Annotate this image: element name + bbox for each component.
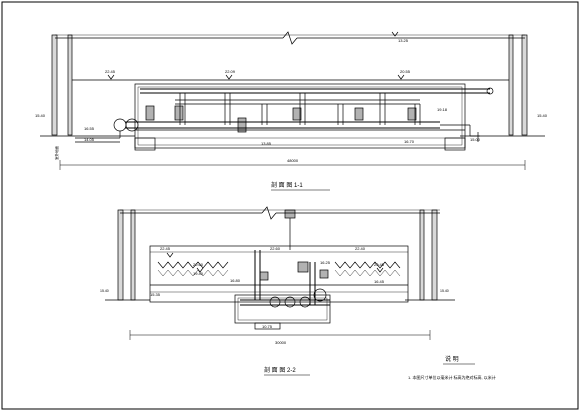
total-length-2: 30000	[275, 340, 287, 345]
level-2-mid-top: 22.60	[270, 246, 281, 251]
level-bottom-mid: 13.85	[261, 141, 272, 146]
level-left-ground: 15.40	[35, 113, 46, 118]
level-right-b: 15.00	[470, 137, 481, 142]
section-2-2-title: 剖 面 图 2-2	[264, 366, 296, 374]
level-right-a: 19.18	[437, 107, 448, 112]
level-2-inner-right: 20.45	[374, 262, 385, 267]
level-2-inner-left-2: 19.40	[193, 271, 204, 276]
level-upper-mid: 22.09	[225, 69, 236, 74]
level-bottom-right: 16.70	[404, 139, 415, 144]
level-upper-left: 22.45	[105, 69, 116, 74]
level-2-right-top: 22.40	[355, 246, 366, 251]
level-left-low: 14.05	[84, 137, 95, 142]
level-2-inner-right-2: 16.45	[374, 279, 385, 284]
level-left-pipe: 16.55	[84, 126, 95, 131]
level-2-inner-mid: 16.80	[230, 278, 241, 283]
level-roof: 13.25	[398, 38, 409, 43]
level-2-left-top: 22.45	[160, 246, 171, 251]
level-2-floor: 15.35	[150, 292, 161, 297]
level-2-right-ground: 15.40	[440, 289, 449, 293]
level-right-ground: 15.40	[537, 113, 548, 118]
total-length-1: 48000	[287, 158, 299, 163]
level-2-sump: 10.75	[262, 324, 273, 329]
level-2-inner-left: 20.60	[193, 262, 204, 267]
level-2-inner-mid-2: 16.25	[320, 260, 331, 265]
section-1-1	[40, 31, 545, 191]
section-1-1-labels: 13.25 22.45 22.09 20.55 15.40 16.55 14.0…	[35, 38, 548, 163]
level-2-left-ground: 15.40	[100, 289, 109, 293]
section-1-1-title: 剖 面 图 1-1	[271, 181, 303, 189]
level-upper-right: 20.55	[400, 69, 411, 74]
outdoor-ground-note: 室外地面	[54, 146, 59, 160]
notes-heading: 说 明	[445, 355, 459, 363]
note-item-1: 1. 本图尺寸单位以毫米计 标高为绝对标高, 以米计	[408, 374, 496, 380]
section-2-2	[105, 206, 475, 376]
section-2-2-labels: 22.45 22.60 22.40 15.40 15.40 20.60 19.4…	[100, 246, 449, 345]
